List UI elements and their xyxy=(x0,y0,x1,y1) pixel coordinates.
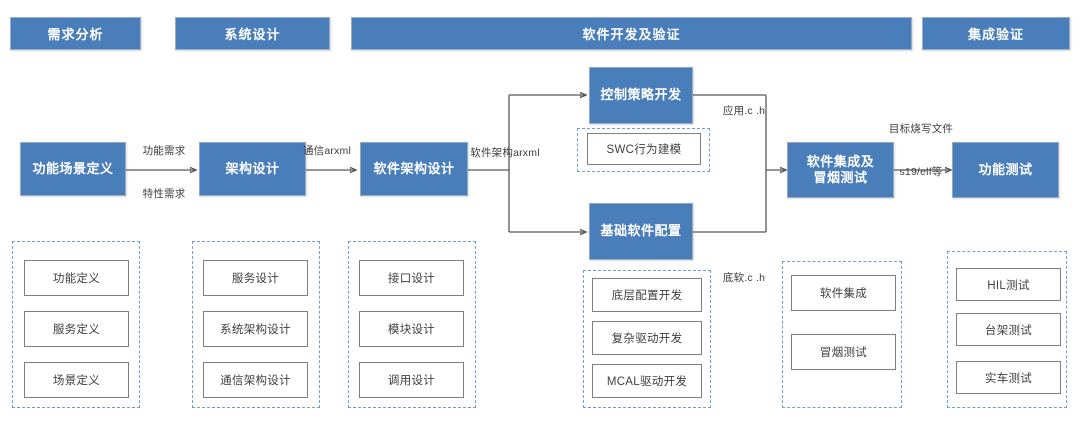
sub-box-bottom-layer-config-dev[interactable]: 底层配置开发 xyxy=(592,278,702,312)
edge-label-app-ch-line1: 应用.c .h xyxy=(722,105,766,118)
group-swc-behavior xyxy=(577,128,710,172)
edge-label-requirements: 功能需求 特性需求 xyxy=(126,116,202,229)
sub-box-smoke-test-label: 冒烟测试 xyxy=(819,347,868,359)
edge-label-target-flash: 目标烧写文件 s19/elf等 xyxy=(858,94,984,207)
phase-bar-software-dev[interactable]: 软件开发及验证 xyxy=(351,17,912,50)
sub-box-scenario-definition[interactable]: 场景定义 xyxy=(24,362,129,398)
phase-bar-system-design-label: 系统设计 xyxy=(224,27,281,42)
sub-box-function-definition[interactable]: 功能定义 xyxy=(24,260,129,296)
process-box-function-test[interactable]: 功能测试 xyxy=(952,142,1059,198)
process-box-software-architecture-design[interactable]: 软件架构设计 xyxy=(360,142,468,196)
sub-box-software-integration-label: 软件集成 xyxy=(819,288,868,300)
sub-box-hil-test-label: HIL测试 xyxy=(987,279,1030,292)
process-box-function-scenario-label: 功能场景定义 xyxy=(32,160,114,176)
edge-label-sw-arch-arxml: 软件架构arxml xyxy=(452,118,558,189)
edge-label-requirements-line2: 特性需求 xyxy=(142,187,186,200)
process-box-control-strategy-dev-label: 控制策略开发 xyxy=(600,87,682,103)
sub-box-interface-design-label: 接口设计 xyxy=(387,273,436,285)
sub-box-software-integration[interactable]: 软件集成 xyxy=(791,275,896,311)
sub-box-swc-behavior-modeling[interactable]: SWC行为建模 xyxy=(587,133,701,165)
edge-label-requirements-line1: 功能需求 xyxy=(142,145,186,158)
sub-box-smoke-test[interactable]: 冒烟测试 xyxy=(791,334,896,370)
phase-bar-requirement[interactable]: 需求分析 xyxy=(10,17,141,50)
sub-box-vehicle-test-label: 实车测试 xyxy=(984,372,1033,385)
phase-bar-integration[interactable]: 集成验证 xyxy=(922,17,1070,50)
sub-box-system-architecture-design-label: 系统架构设计 xyxy=(220,324,291,336)
sub-box-interface-design[interactable]: 接口设计 xyxy=(359,260,464,296)
process-box-function-test-label: 功能测试 xyxy=(978,161,1033,177)
phase-bar-integration-label: 集成验证 xyxy=(967,27,1024,42)
process-box-software-integration-smoke[interactable]: 软件集成及 冒烟测试 xyxy=(787,142,894,198)
sub-box-bench-test[interactable]: 台架测试 xyxy=(956,313,1061,346)
sub-box-complex-driver-dev[interactable]: 复杂驱动开发 xyxy=(592,321,702,355)
group-requirement-analysis xyxy=(12,241,140,408)
sub-box-call-design[interactable]: 调用设计 xyxy=(359,362,464,398)
group-basic-software xyxy=(583,270,711,408)
edge-label-target-flash-line2: s19/elf等 xyxy=(899,165,943,178)
edge-label-target-flash-line1: 目标烧写文件 xyxy=(888,123,954,136)
process-box-software-architecture-design-label: 软件架构设计 xyxy=(373,160,455,176)
sub-box-service-definition[interactable]: 服务定义 xyxy=(24,311,129,347)
sub-box-communication-architecture-design-label: 通信架构设计 xyxy=(220,375,291,387)
sub-box-vehicle-test[interactable]: 实车测试 xyxy=(956,361,1061,394)
sub-box-module-design-label: 模块设计 xyxy=(387,324,436,336)
edge-label-comm-arxml: 通信arxml xyxy=(288,116,366,187)
sub-box-bottom-layer-config-dev-label: 底层配置开发 xyxy=(611,290,683,302)
group-software-architecture xyxy=(348,241,476,408)
edge-label-comm-arxml-line1: 通信arxml xyxy=(302,145,352,158)
process-box-architecture-design[interactable]: 架构设计 xyxy=(199,142,306,196)
sub-box-mcal-driver-dev[interactable]: MCAL驱动开发 xyxy=(592,364,702,398)
group-verification xyxy=(947,251,1067,408)
process-box-function-scenario[interactable]: 功能场景定义 xyxy=(20,142,126,196)
sub-box-system-architecture-design[interactable]: 系统架构设计 xyxy=(203,311,308,347)
process-box-architecture-design-label: 架构设计 xyxy=(225,160,280,176)
sub-box-module-design[interactable]: 模块设计 xyxy=(359,311,464,347)
edge-label-sw-arch-arxml-line1: 软件架构arxml xyxy=(470,147,540,160)
group-software-integration xyxy=(782,261,902,408)
sub-box-service-definition-label: 服务定义 xyxy=(52,324,101,336)
edge-label-app-ch: 应用.c .h xyxy=(706,76,782,147)
sub-box-service-design[interactable]: 服务设计 xyxy=(203,260,308,296)
sub-box-scenario-definition-label: 场景定义 xyxy=(52,375,101,387)
process-box-software-integration-smoke-label: 软件集成及 冒烟测试 xyxy=(806,153,875,185)
edge-label-bsw-ch: 底软.c .h xyxy=(706,243,782,314)
sub-box-function-definition-label: 功能定义 xyxy=(52,273,101,285)
sub-box-call-design-label: 调用设计 xyxy=(387,375,436,387)
sub-box-mcal-driver-dev-label: MCAL驱动开发 xyxy=(606,376,688,388)
sub-box-service-design-label: 服务设计 xyxy=(231,273,280,285)
phase-bar-software-dev-label: 软件开发及验证 xyxy=(582,27,681,42)
phase-bar-system-design[interactable]: 系统设计 xyxy=(175,17,330,50)
process-box-basic-software-config-label: 基础软件配置 xyxy=(600,223,682,239)
group-system-design xyxy=(192,241,320,408)
sub-box-hil-test[interactable]: HIL测试 xyxy=(956,268,1061,301)
sub-box-complex-driver-dev-label: 复杂驱动开发 xyxy=(611,333,683,345)
phase-bar-requirement-label: 需求分析 xyxy=(47,27,104,42)
process-box-control-strategy-dev[interactable]: 控制策略开发 xyxy=(589,67,693,124)
edge-label-bsw-ch-line1: 底软.c .h xyxy=(722,272,766,285)
sub-box-swc-behavior-modeling-label: SWC行为建模 xyxy=(606,144,682,156)
sub-box-bench-test-label: 台架测试 xyxy=(984,324,1033,337)
process-box-basic-software-config[interactable]: 基础软件配置 xyxy=(589,203,693,260)
sub-box-communication-architecture-design[interactable]: 通信架构设计 xyxy=(203,362,308,398)
